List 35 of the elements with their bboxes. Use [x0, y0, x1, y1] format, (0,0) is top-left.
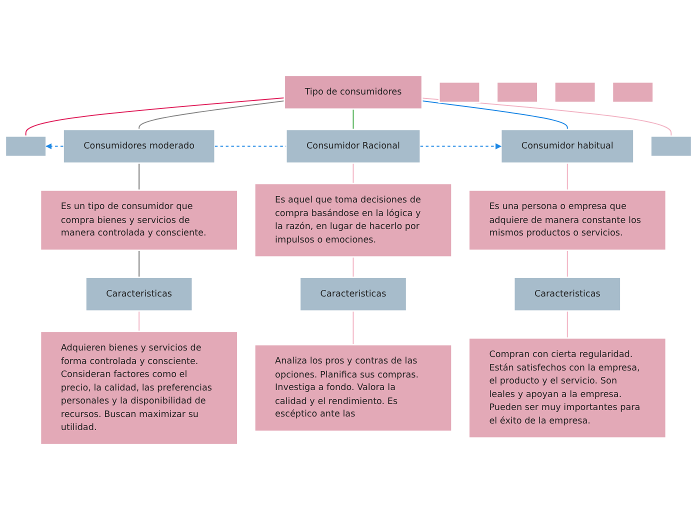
node-box: Es un tipo de consumidor que compra bienes y servicios de manera controlada y consciente. — [40, 189, 238, 251]
arrow — [420, 143, 502, 150]
node-box: Caracteristicas — [513, 276, 622, 312]
node-box — [612, 81, 654, 104]
connector — [566, 250, 568, 278]
connector — [138, 100, 284, 130]
node-box — [496, 81, 538, 104]
node-box: Caracteristicas — [85, 276, 194, 312]
connector — [422, 100, 568, 130]
connector — [352, 109, 354, 130]
connector — [25, 97, 284, 136]
connector — [566, 163, 568, 190]
node-box — [4, 135, 47, 158]
connector — [138, 250, 140, 278]
node-box — [650, 135, 692, 158]
connector — [352, 163, 354, 184]
node-box: Consumidor Racional — [285, 128, 422, 164]
node-box: Adquieren bienes y servicios de forma controlada y consciente. Consideran factores como el precio, la calidad, las preferencias personales y la disponibilidad de recursos. Buscan maximizar su utilidad. — [40, 330, 238, 446]
node-box — [554, 81, 596, 104]
connector — [566, 311, 568, 338]
node-box: Compran con cierta regularidad. Están satisfechos con la empresa, el producto y el servicio. Son leales y apoyan a la empresa. Pueden ser muy importantes para el éxito de la empresa. — [468, 337, 667, 439]
connector — [214, 146, 286, 147]
node-box: Es aquel que toma decisiones de compra basándose en la lógica y la razón, en lugar de hacerlo por impulsos o emociones. — [254, 182, 452, 258]
node-box: Consumidores moderado — [62, 128, 216, 164]
arrow — [46, 143, 64, 150]
connector — [138, 163, 140, 190]
node-box: Consumidor habitual — [500, 128, 634, 164]
connector — [138, 311, 140, 332]
node-box — [438, 81, 481, 104]
node-box: Caracteristicas — [299, 276, 408, 312]
node-box: Tipo de consumidores — [284, 74, 423, 110]
connector — [352, 256, 354, 278]
connector — [352, 311, 354, 345]
node-box: Es una persona o empresa que adquiere de manera constante los mismos productos o servicios. — [468, 189, 667, 251]
node-box: Analiza los pros y contras de las opciones. Planifica sus compras. Investiga a fondo. Valora la calidad y el rendimiento. Es escéptico ante las — [254, 344, 452, 432]
